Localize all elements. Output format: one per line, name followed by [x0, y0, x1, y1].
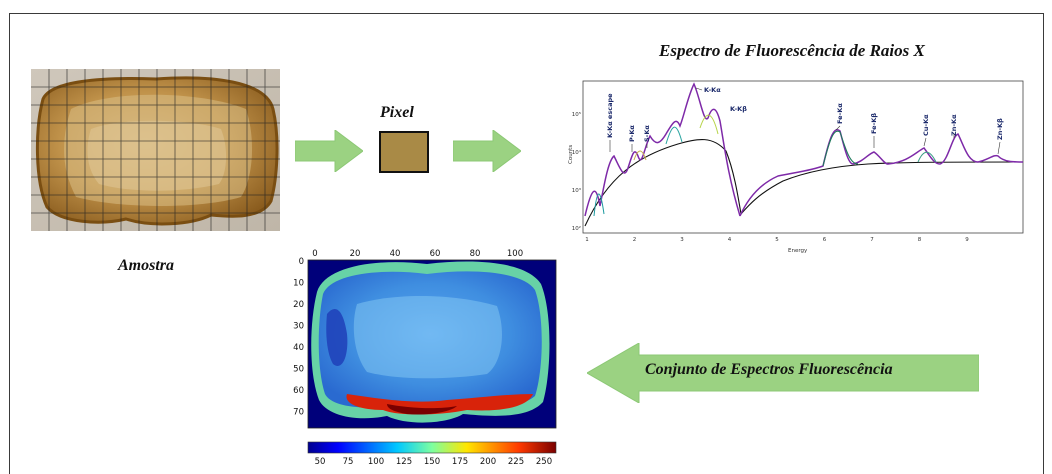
peak-label: K-Kβ: [730, 105, 747, 113]
map-x-tick-label: 0: [312, 249, 317, 259]
spectrum-peak-s: [665, 126, 683, 145]
peak-label: K-Kα escape: [606, 93, 614, 138]
spectrum-x-tick-label: 7: [870, 237, 874, 243]
spectrum-x-tick-label: 3: [680, 237, 684, 243]
spectrum-y-tick-label: 10⁴: [572, 149, 582, 156]
spectrum-x-tick-label: 2: [633, 237, 637, 243]
peak-label: Zn-Kβ: [996, 118, 1004, 140]
map-y-tick-label: 70: [293, 408, 304, 418]
spectrum-axes: [582, 80, 1024, 234]
spectrum-x-tick-label: 5: [775, 237, 779, 243]
left-arrow-banner: [587, 343, 979, 403]
spectrum-fit-curve: [584, 82, 741, 217]
map-x-tick-label: 20: [350, 249, 361, 259]
map-y-tick-label: 40: [293, 343, 304, 353]
colorbar-tick-label: 250: [536, 457, 552, 467]
colorbar-tick-label: 100: [368, 457, 384, 467]
map-tissue: [318, 271, 542, 412]
fluorescence-map: 0 20 40 60 80 100 0 10 20 30 40 50 60 70 50 75 100 125 1…: [293, 249, 557, 467]
spectrum-peak-escape: [593, 193, 605, 217]
map-x-tick-label: 100: [507, 249, 523, 259]
figure-frame: [9, 13, 1044, 474]
spectrum-peak-kb: [699, 114, 719, 135]
colorbar: [307, 441, 557, 454]
spectrum-ylabel: Counts: [568, 145, 574, 164]
spectrum-x-tick-label: 8: [918, 237, 922, 243]
spectrum-y-tick-label: 10²: [572, 225, 581, 232]
right-arrow-icon: [295, 130, 363, 172]
map-x-tick-label: 80: [470, 249, 481, 259]
peak-label: S-Kα: [643, 125, 651, 142]
colorbar-tick-label: 125: [396, 457, 412, 467]
peak-label: Cu-Kα: [922, 114, 930, 136]
right-arrow-icon: [453, 130, 521, 172]
colorbar-tick-label: 200: [480, 457, 496, 467]
spectrum-x-tick-label: 6: [823, 237, 827, 243]
xrf-spectrum-plot: 10⁵ 10⁴ 10³ 10² 1 2 3 4 5 6 7 8 9 Counts Energy K-K…: [568, 80, 1024, 254]
map-y-tick-label: 50: [293, 365, 304, 375]
sample-label: Amostra: [118, 257, 175, 274]
spectrum-peak-cu: [917, 151, 937, 163]
spectra-set-label: Conjunto de Espectros Fluorescência: [645, 361, 893, 378]
map-x-tick-label: 40: [390, 249, 401, 259]
spectrum-peak-fe: [822, 130, 859, 167]
map-y-tick-label: 30: [293, 322, 304, 332]
peak-label: P-Kα: [628, 125, 636, 142]
spectrum-x-tick-label: 4: [728, 237, 732, 243]
map-y-tick-label: 60: [293, 386, 304, 396]
spectrum-y-tick-label: 10⁵: [572, 111, 581, 118]
colorbar-tick-label: 150: [424, 457, 440, 467]
pixel-label: Pixel: [380, 104, 414, 121]
peak-label: Fe-Kβ: [870, 113, 878, 134]
spectrum-y-tick-label: 10³: [572, 187, 581, 194]
spectrum-x-tick-label: 1: [585, 237, 589, 243]
colorbar-tick-label: 75: [343, 457, 354, 467]
spectrum-title: Espectro de Fluorescência de Raios X: [659, 41, 925, 60]
map-y-tick-label: 0: [299, 257, 304, 267]
map-y-tick-label: 20: [293, 300, 304, 310]
colorbar-tick-label: 175: [452, 457, 468, 467]
sample-image: [31, 69, 280, 231]
colorbar-tick-label: 50: [315, 457, 326, 467]
sample-grid: [31, 69, 280, 231]
spectrum-xlabel: Energy: [788, 248, 808, 254]
pixel-swatch: [379, 131, 429, 173]
map-x-tick-label: 60: [430, 249, 441, 259]
colorbar-tick-label: 225: [508, 457, 524, 467]
spectrum-x-tick-label: 9: [965, 237, 969, 243]
peak-label: Zn-Kα: [950, 114, 958, 136]
peak-pointer-lines: [609, 87, 1001, 155]
peak-label: Fe-Kα: [836, 103, 844, 124]
spectrum-peak-p: [633, 150, 647, 161]
map-y-tick-label: 10: [293, 279, 304, 289]
peak-label: K-Kα: [704, 86, 721, 94]
